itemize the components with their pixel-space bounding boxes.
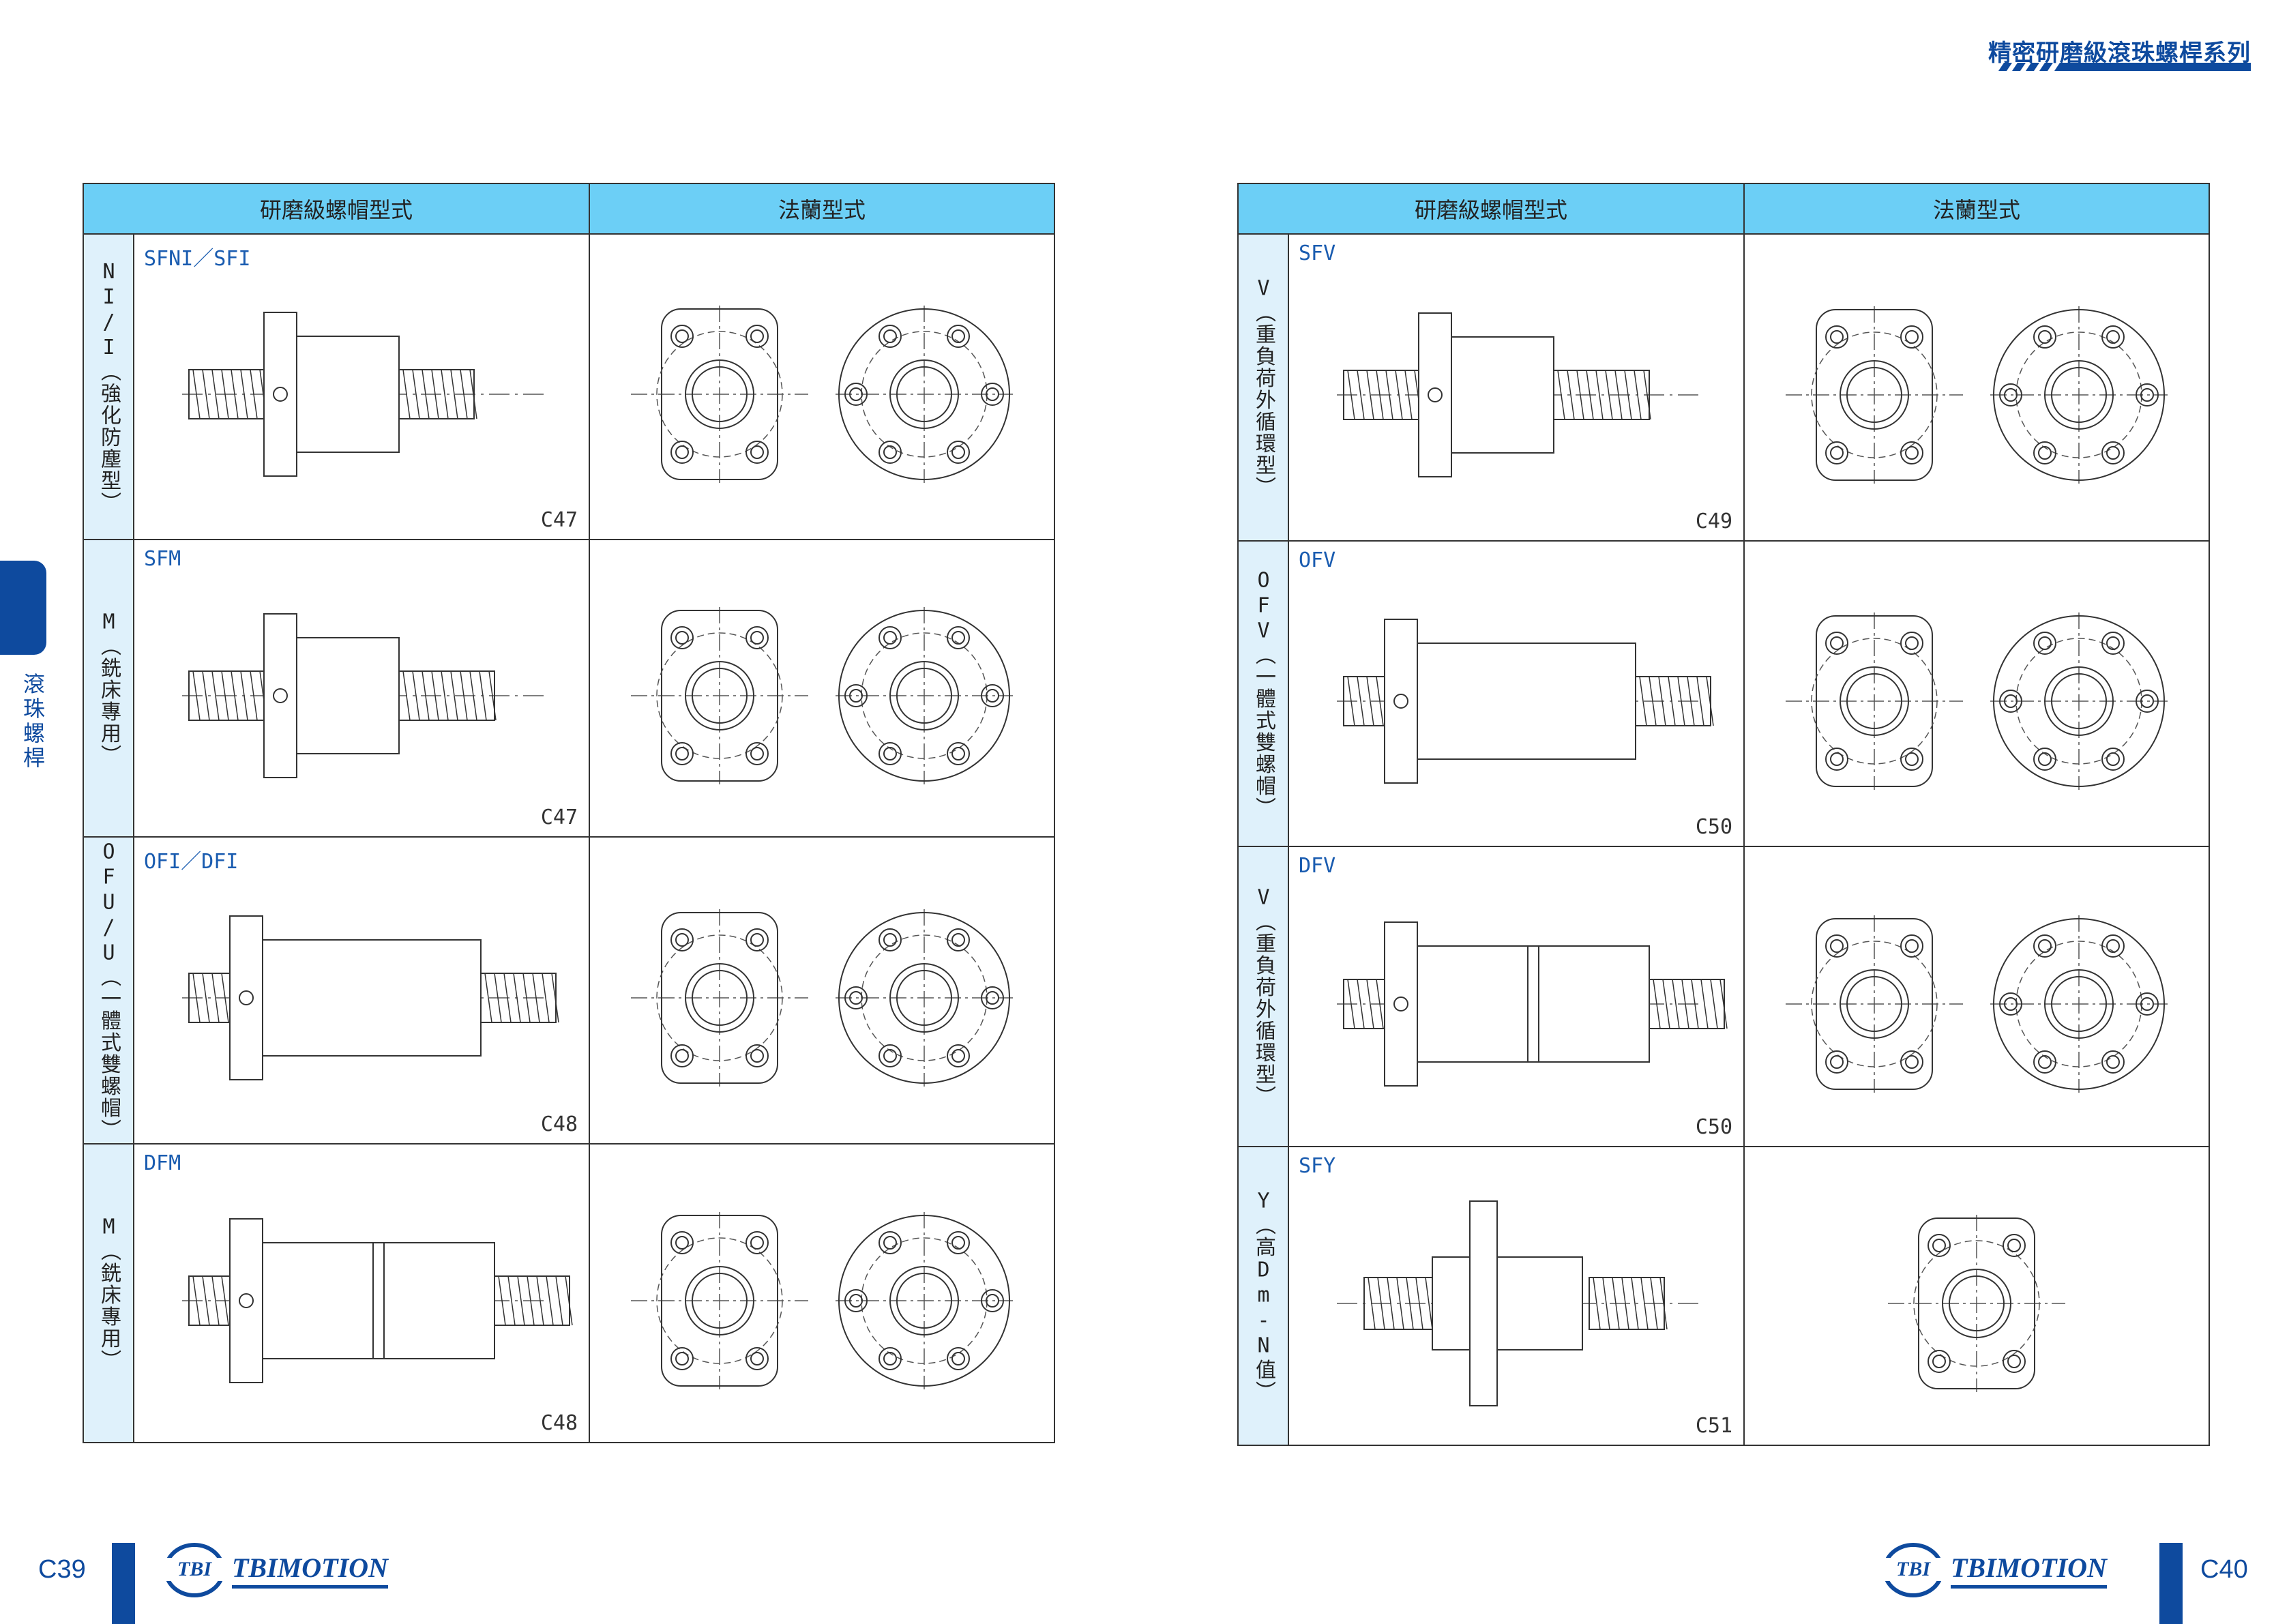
page-ref: C47 bbox=[540, 806, 578, 829]
row-type-label: NI/I（強化防塵型） bbox=[97, 260, 121, 514]
page-number-left: C39 bbox=[38, 1555, 86, 1584]
model-name: OFI／DFI bbox=[144, 850, 239, 874]
nut-side-view-icon bbox=[1337, 619, 1714, 784]
brand-logo-left: TBI TBIMOTION bbox=[164, 1543, 388, 1597]
flange-views-icon bbox=[1786, 915, 2168, 1093]
row-type-label: Y（高Dm-N值） bbox=[1252, 1189, 1275, 1403]
page-ref: C47 bbox=[540, 508, 578, 532]
row-type-label: M（銑床專用） bbox=[97, 1215, 121, 1372]
table-header-flange: 法蘭型式 bbox=[589, 183, 1056, 235]
page-ref: C48 bbox=[540, 1411, 578, 1435]
table-header-flange: 法蘭型式 bbox=[1743, 183, 2211, 235]
nut-side-view-icon bbox=[182, 1218, 573, 1383]
page-number-right: C40 bbox=[2200, 1555, 2248, 1584]
logo-text: TBIMOTION bbox=[1951, 1552, 2107, 1589]
row-type-label: OFV（一體式雙螺帽） bbox=[1252, 568, 1275, 819]
flange-views-icon bbox=[631, 909, 1014, 1087]
flange-views-icon bbox=[631, 306, 1014, 483]
nut-side-view-icon bbox=[1337, 312, 1698, 477]
flange-views-icon bbox=[1786, 306, 2168, 484]
side-label: 滾珠螺桿 bbox=[23, 671, 45, 771]
page-ref: C50 bbox=[1695, 815, 1733, 839]
nut-side-view-icon bbox=[182, 915, 559, 1080]
table-header-nut: 研磨級螺帽型式 bbox=[1237, 183, 1745, 235]
header-stripe-icon bbox=[1998, 63, 2251, 71]
model-name: OFV bbox=[1299, 548, 1336, 572]
page-bar-left bbox=[112, 1543, 135, 1624]
row-type-label: M（銑床專用） bbox=[97, 610, 121, 767]
nut-side-view-icon bbox=[182, 613, 544, 778]
model-name: SFNI／SFI bbox=[144, 247, 251, 271]
header-title: 精密研磨級滾珠螺桿系列 bbox=[1988, 40, 2251, 67]
page-ref: C50 bbox=[1695, 1115, 1733, 1139]
row-type-label: V（重負荷外循環型） bbox=[1252, 885, 1275, 1108]
page-ref: C48 bbox=[540, 1112, 578, 1136]
nut-side-view-icon bbox=[1337, 921, 1728, 1087]
page-ref: C49 bbox=[1695, 510, 1733, 533]
model-name: SFY bbox=[1299, 1154, 1336, 1178]
nut-side-view-icon bbox=[182, 312, 544, 477]
nut-side-view-icon bbox=[1337, 1200, 1698, 1406]
logo-mark-icon: TBI bbox=[1882, 1543, 1944, 1597]
model-name: SFM bbox=[144, 547, 181, 571]
row-type-label: OFU/U（一體式雙螺帽） bbox=[97, 840, 121, 1141]
flange-views-icon bbox=[631, 1212, 1014, 1389]
model-name: SFV bbox=[1299, 241, 1336, 265]
page-bar-right bbox=[2159, 1543, 2183, 1624]
brand-logo-right: TBI TBIMOTION bbox=[1882, 1543, 2107, 1597]
page-ref: C51 bbox=[1695, 1414, 1733, 1438]
flange-views-icon bbox=[1786, 612, 2168, 790]
side-tab bbox=[0, 561, 46, 655]
model-name: DFM bbox=[144, 1151, 181, 1175]
logo-text: TBIMOTION bbox=[232, 1552, 388, 1589]
table-header-nut: 研磨級螺帽型式 bbox=[82, 183, 591, 235]
flange-views-icon bbox=[1888, 1215, 2066, 1392]
row-type-label: V（重負荷外循環型） bbox=[1252, 276, 1275, 499]
left-catalog-table: 研磨級螺帽型式 法蘭型式 NI/I（強化防塵型） SFNI／SFI C47 M（銑… bbox=[82, 183, 1056, 1443]
flange-views-icon bbox=[631, 607, 1014, 784]
model-name: DFV bbox=[1299, 854, 1336, 878]
right-catalog-table: 研磨級螺帽型式 法蘭型式 V（重負荷外循環型） SFV C49 OFV（一體式雙螺… bbox=[1237, 183, 2211, 1446]
logo-mark-icon: TBI bbox=[164, 1543, 225, 1597]
